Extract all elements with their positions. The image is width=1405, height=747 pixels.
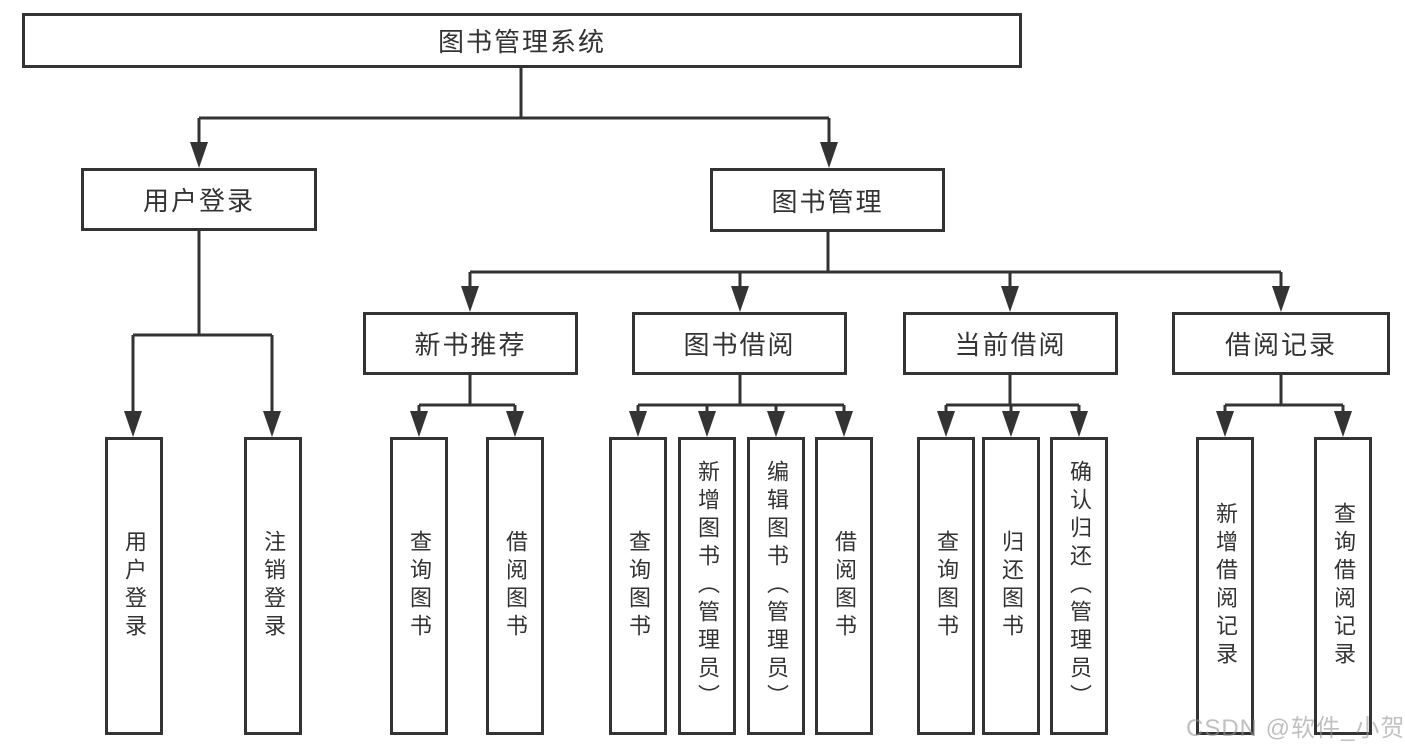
leaf-query-books-1-label: 查询图书 (407, 530, 432, 642)
connector-borrow-record-to-leaves (1216, 375, 1352, 437)
arrow-down-icon (1070, 411, 1088, 437)
leaf-borrow-books-2-label: 借阅图书 (832, 530, 857, 642)
connector-root-to-level2 (190, 68, 838, 168)
leaf-borrow-books-2: 借阅图书 (815, 437, 873, 735)
leaf-edit-books-admin: 编辑图书（管理员） (747, 437, 805, 735)
arrow-down-icon (124, 411, 142, 437)
leaf-return-books: 归还图书 (982, 437, 1040, 735)
arrow-down-icon (263, 411, 281, 437)
leaf-add-books-admin: 新增图书（管理员） (678, 437, 736, 735)
leaf-confirm-return-admin-label: 确认归还（管理员） (1067, 460, 1092, 712)
leaf-user-login-label: 用户登录 (122, 530, 147, 642)
node-current-borrow: 当前借阅 (903, 312, 1118, 375)
leaf-query-books-3: 查询图书 (917, 437, 975, 735)
node-new-book-recommend-label: 新书推荐 (414, 330, 527, 360)
leaf-confirm-return-admin: 确认归还（管理员） (1050, 437, 1108, 735)
leaf-logout: 注销登录 (244, 437, 302, 735)
leaf-query-books-2-label: 查询图书 (626, 530, 651, 642)
arrow-down-icon (1334, 411, 1352, 437)
arrow-down-icon (835, 411, 853, 437)
leaf-add-books-admin-label: 新增图书（管理员） (695, 460, 720, 712)
leaf-query-borrow-record-label: 查询借阅记录 (1331, 502, 1356, 670)
node-book-borrow: 图书借阅 (632, 312, 847, 375)
node-book-mgmt-label: 图书管理 (771, 186, 884, 217)
arrow-down-icon (731, 286, 749, 312)
node-current-borrow-label: 当前借阅 (954, 330, 1067, 360)
arrow-down-icon (937, 411, 955, 437)
arrow-down-icon (1272, 286, 1290, 312)
leaf-query-books-1: 查询图书 (390, 437, 448, 735)
arrow-down-icon (1001, 286, 1019, 312)
leaf-add-borrow-record: 新增借阅记录 (1196, 437, 1254, 735)
connector-new-book-to-leaves (410, 375, 524, 437)
node-root: 图书管理系统 (22, 13, 1022, 68)
arrow-down-icon (820, 142, 838, 168)
connector-book-borrow-to-leaves (629, 375, 853, 437)
leaf-query-borrow-record: 查询借阅记录 (1314, 437, 1372, 735)
arrow-down-icon (698, 411, 716, 437)
leaf-borrow-books-1: 借阅图书 (486, 437, 544, 735)
arrow-down-icon (1002, 411, 1020, 437)
arrow-down-icon (506, 411, 524, 437)
arrow-down-icon (629, 411, 647, 437)
node-borrow-record-label: 借阅记录 (1224, 330, 1337, 360)
node-book-borrow-label: 图书借阅 (683, 330, 796, 360)
arrow-down-icon (410, 411, 428, 437)
leaf-add-borrow-record-label: 新增借阅记录 (1213, 502, 1238, 670)
leaf-borrow-books-1-label: 借阅图书 (503, 530, 528, 642)
node-borrow-record: 借阅记录 (1172, 312, 1390, 375)
arrow-down-icon (461, 286, 479, 312)
node-book-mgmt: 图书管理 (710, 168, 945, 232)
leaf-logout-label: 注销登录 (261, 530, 286, 642)
leaf-query-books-2: 查询图书 (609, 437, 667, 735)
arrow-down-icon (767, 411, 785, 437)
arrow-down-icon (190, 142, 208, 168)
leaf-user-login: 用户登录 (105, 437, 163, 735)
leaf-query-books-3-label: 查询图书 (934, 530, 959, 642)
connector-current-borrow-to-leaves (937, 375, 1088, 437)
leaf-return-books-label: 归还图书 (999, 530, 1024, 642)
node-user-login-label: 用户登录 (142, 186, 255, 216)
node-new-book-recommend: 新书推荐 (363, 312, 578, 375)
node-root-label: 图书管理系统 (437, 27, 606, 57)
connector-book-mgmt-to-modules (461, 232, 1290, 312)
csdn-watermark: CSDN @软件_小贺同学 (1186, 715, 1405, 742)
arrow-down-icon (1216, 411, 1234, 437)
connector-user-login-to-leaves (124, 231, 281, 437)
node-user-login: 用户登录 (81, 168, 317, 231)
leaf-edit-books-admin-label: 编辑图书（管理员） (764, 460, 789, 712)
